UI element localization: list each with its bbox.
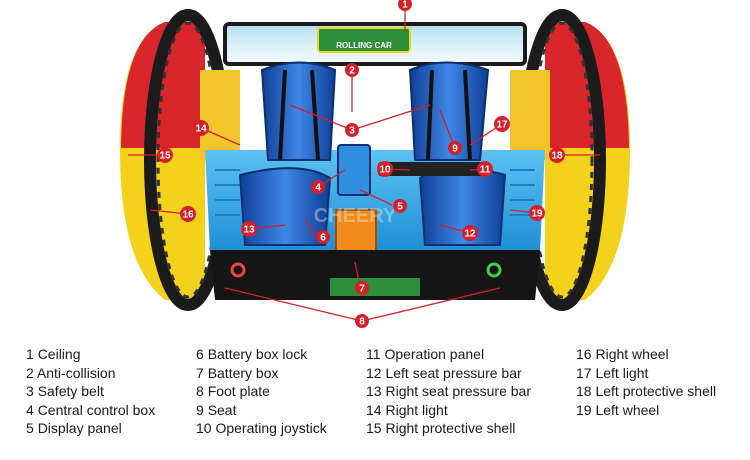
central-control-box: [337, 144, 371, 196]
callout-3: 3: [345, 123, 359, 137]
callout-18: 18: [549, 147, 565, 163]
svg-text:8: 8: [359, 317, 365, 328]
svg-text:5: 5: [397, 202, 403, 213]
svg-text:2: 2: [349, 66, 355, 77]
legend-item: 15 Right protective shell: [366, 420, 516, 436]
svg-text:4: 4: [315, 183, 321, 194]
right-rack: [510, 70, 550, 160]
left-rack: [200, 70, 240, 160]
watermark: CHEERY: [314, 205, 397, 227]
svg-text:6: 6: [320, 233, 326, 244]
svg-text:1: 1: [402, 0, 408, 11]
callout-15: 15: [157, 147, 173, 163]
callout-4: 4: [311, 180, 325, 194]
svg-text:9: 9: [452, 144, 458, 155]
svg-text:12: 12: [464, 229, 476, 240]
logo-text: ROLLING CAR: [336, 41, 392, 50]
callout-13: 13: [241, 221, 257, 237]
callout-10: 10: [377, 161, 393, 177]
legend-column-3: 11 Operation panel 12 Left seat pressure…: [366, 345, 531, 438]
legend-item: 9 Seat: [196, 401, 237, 418]
legend-item: 6 Battery box lock: [196, 346, 308, 362]
callouts: 1 2 3 4 5 6 7 8 9 10 11 12 13 14 15 16 1…: [157, 0, 565, 328]
product-diagram: ROLLING CAR CHEERY: [120, 0, 630, 328]
legend-item: 5 Display panel: [26, 420, 122, 436]
callout-11: 11: [477, 161, 493, 177]
legend-column-2: 6 Battery box lock 7 Battery box 8 Foot …: [196, 345, 327, 438]
legend-item: 13 Right seat pressure bar: [366, 383, 531, 399]
svg-text:7: 7: [359, 284, 365, 295]
legend-item: 11 Operation panel: [366, 346, 485, 362]
legend-item: 14 Right light: [366, 401, 448, 418]
right-wheel-assembly: [518, 9, 630, 311]
svg-text:10: 10: [379, 165, 391, 176]
legend-item: 18 Left protective shell: [576, 383, 717, 399]
parts-legend: 1 Ceiling 2 Anti-collision 3 Safety belt…: [0, 345, 750, 455]
legend-item: 19 Left wheel: [576, 401, 660, 418]
callout-12: 12: [462, 225, 478, 241]
legend-item: 3 Safety belt: [26, 383, 104, 399]
legend-column-1: 1 Ceiling 2 Anti-collision 3 Safety belt…: [26, 345, 155, 438]
callout-9: 9: [448, 141, 462, 155]
legend-item: 1 Ceiling: [26, 346, 81, 362]
legend-item: 17 Left light: [576, 364, 649, 381]
svg-text:18: 18: [551, 151, 563, 162]
svg-text:3: 3: [349, 126, 355, 137]
legend-item: 8 Foot plate: [196, 383, 270, 399]
legend-item: 7 Battery box: [196, 364, 279, 381]
legend-item: 2 Anti-collision: [26, 364, 116, 381]
rolling-car-illustration: ROLLING CAR CHEERY: [120, 0, 630, 328]
left-seat: [238, 61, 337, 246]
logo-plate: [317, 27, 411, 53]
svg-text:16: 16: [182, 210, 194, 221]
legend-item: 4 Central control box: [26, 401, 156, 418]
callout-19: 19: [529, 205, 545, 221]
legend-item: 16 Right wheel: [576, 346, 669, 362]
callout-2: 2: [345, 63, 359, 77]
legend-item: 10 Operating joystick: [196, 420, 327, 436]
svg-text:19: 19: [531, 209, 543, 220]
callout-6: 6: [316, 230, 330, 244]
callout-16: 16: [180, 206, 196, 222]
callout-14: 14: [193, 120, 209, 136]
leader-lines: [128, 10, 600, 322]
callout-8: 8: [355, 314, 369, 328]
callout-7: 7: [355, 281, 369, 295]
legend-column-4: 16 Right wheel 17 Left light 18 Left pro…: [576, 345, 716, 419]
front-foot-panel: [210, 250, 540, 300]
callout-5: 5: [393, 199, 407, 213]
svg-text:11: 11: [480, 165, 491, 176]
svg-text:17: 17: [496, 120, 508, 131]
callout-1: 1: [398, 0, 412, 11]
svg-text:13: 13: [243, 225, 255, 236]
svg-text:14: 14: [195, 124, 207, 135]
svg-text:15: 15: [159, 151, 171, 162]
callout-17: 17: [494, 116, 510, 132]
legend-item: 12 Left seat pressure bar: [366, 364, 522, 381]
operation-panel: [378, 162, 488, 176]
